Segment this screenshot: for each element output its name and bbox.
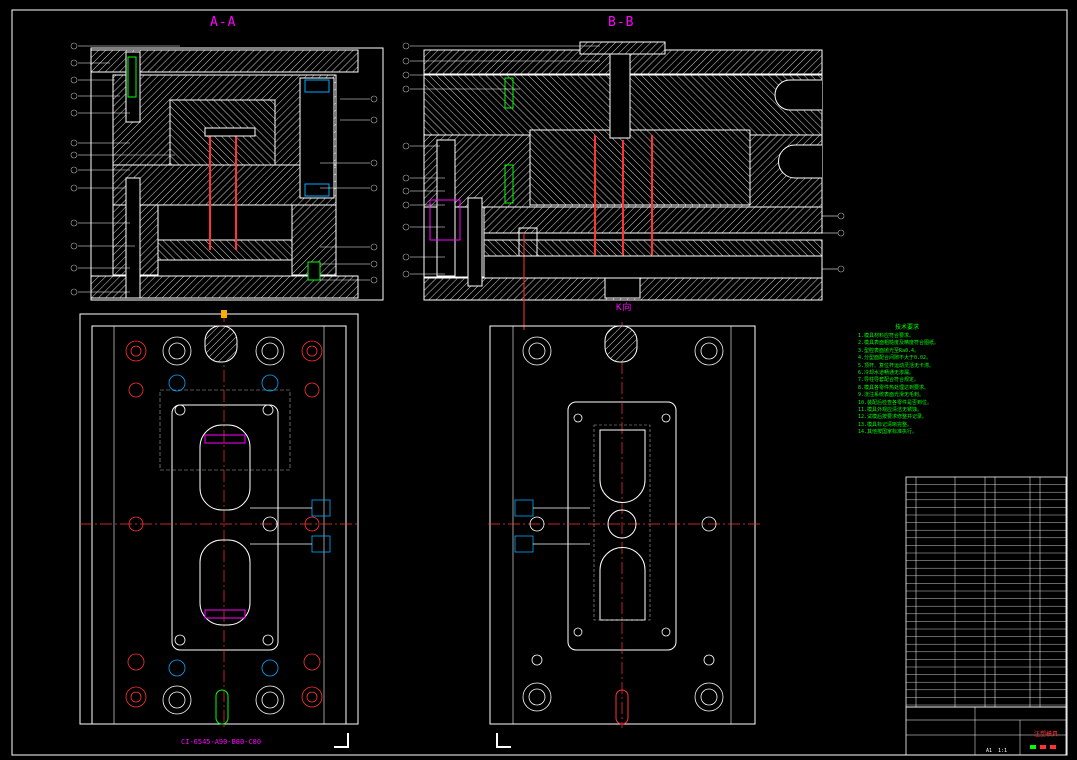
part-number: CI-6545-A90-B80-C80 [181, 738, 262, 746]
technical-notes: 1.模具材料应符合要求。2.模具表面粗糙度及精度符合图纸。3.型腔表面抛光至Ra… [858, 332, 939, 435]
parts-list-table [905, 476, 1067, 756]
note-item: 14.其他按国家标准执行。 [858, 429, 918, 436]
note-item: 10.装配后检查各零件是否到位。 [858, 399, 933, 406]
title-block-name: 注塑模具 [1034, 731, 1059, 738]
plan-view-left [79, 310, 360, 728]
notes-title: 技术要求 [895, 324, 920, 331]
note-item: 11.模具外观应清洁无锈蚀。 [858, 406, 923, 413]
note-item: 5.顶杆、复位杆运动灵活无卡滞。 [858, 362, 935, 369]
note-item: 2.模具表面粗糙度及精度符合图纸。 [858, 340, 940, 347]
drawing-border [11, 9, 1068, 756]
section-a-view [70, 42, 384, 301]
note-item: 9.浇注系统表面光滑无毛刺。 [858, 392, 925, 399]
section-b-view [402, 41, 845, 330]
title-block-sheet: 1:1 [998, 748, 1008, 754]
title-block-scale: A1 [986, 748, 993, 754]
section-b-title: B-B [608, 15, 635, 30]
note-item: 13.模具标记清晰完整。 [858, 421, 913, 428]
plan-view-right [488, 322, 760, 728]
note-item: 7.导柱导套配合符合规定。 [858, 377, 920, 384]
note-item: 4.分型面配合间隙不大于0.02。 [858, 355, 932, 362]
section-a-title: A-A [210, 15, 237, 30]
section-k-label: K向 [616, 303, 633, 313]
note-item: 8.模具各零件热处理达到要求。 [858, 384, 930, 391]
note-item: 1.模具材料应符合要求。 [858, 333, 915, 339]
note-item: 12.试模后按要求修整并记录。 [858, 414, 928, 421]
note-item: 3.型腔表面抛光至Ra0.4。 [858, 347, 920, 354]
note-item: 6.冷却水道畅通无渗漏。 [858, 369, 915, 376]
